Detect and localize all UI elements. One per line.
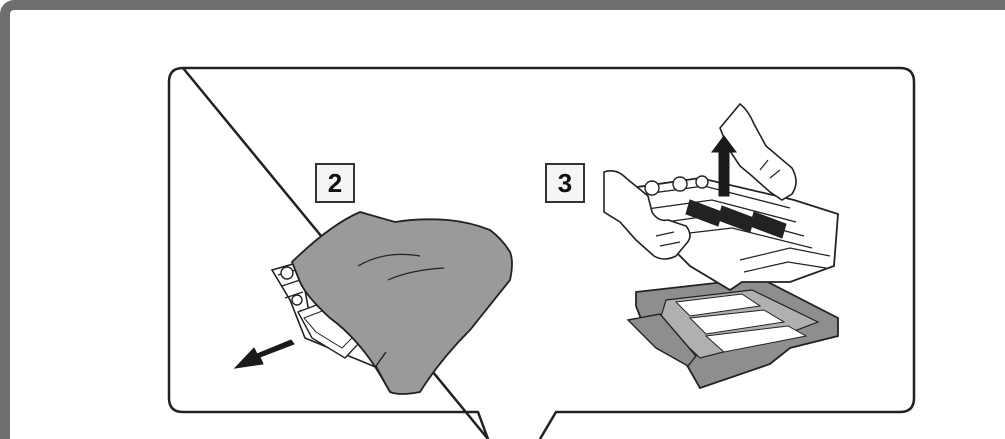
step-3-label: 3 bbox=[545, 163, 585, 203]
arrow-icon bbox=[233, 339, 295, 369]
drum-unit bbox=[614, 175, 839, 292]
up-arrow-icon bbox=[711, 135, 737, 197]
right-hand bbox=[719, 102, 797, 201]
step-2-label: 2 bbox=[315, 163, 355, 203]
left-hand bbox=[603, 170, 691, 260]
drum-unit-in-bag bbox=[270, 211, 513, 395]
tray bbox=[626, 277, 839, 390]
